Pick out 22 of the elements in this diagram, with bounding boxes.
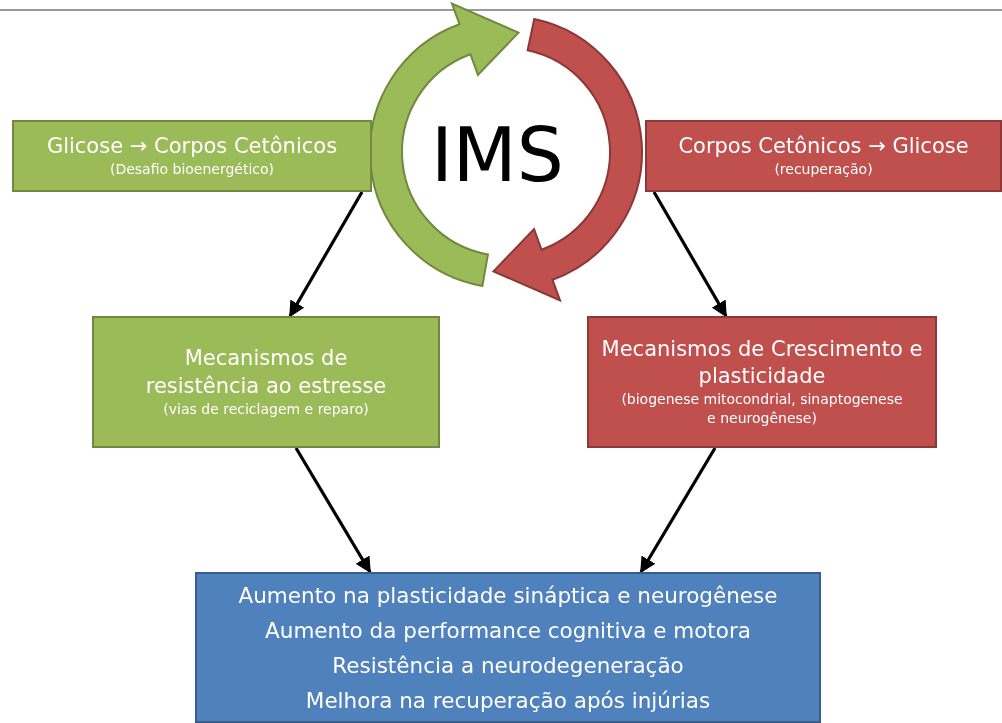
box-heading: Mecanismos de Crescimento e plasticidade	[600, 335, 924, 391]
process-box	[645, 120, 1002, 192]
box-heading: Melhora na recuperação após injúrias	[304, 686, 712, 715]
arrow	[639, 447, 717, 574]
cycle-label: IMS	[431, 118, 564, 192]
arrow	[288, 191, 364, 318]
process-box	[195, 572, 821, 723]
box-subtitle: (Desafio bioenergético)	[108, 160, 276, 180]
box-heading: Corpos Cetônicos → Glicose	[677, 132, 970, 160]
box-subtitle: (biogenese mitocondrial, sinaptogenese e neurogênese)	[620, 390, 904, 429]
process-box	[92, 316, 440, 448]
box-subtitle: (recuperação)	[773, 160, 874, 180]
box-heading: Mecanismos de resistência ao estresse	[144, 345, 388, 400]
arrow	[652, 191, 728, 318]
process-box	[12, 120, 372, 192]
box-heading: Aumento da performance cognitiva e motora	[264, 616, 752, 645]
box-heading: Resistência a neurodegeneração	[331, 651, 685, 680]
box-heading: Aumento na plasticidade sináptica e neurogênese	[237, 581, 779, 610]
arrow	[294, 447, 372, 574]
process-box	[587, 316, 937, 448]
box-subtitle: (vias de reciclagem e reparo)	[162, 399, 370, 419]
box-heading: Glicose → Corpos Cetônicos	[45, 132, 339, 160]
